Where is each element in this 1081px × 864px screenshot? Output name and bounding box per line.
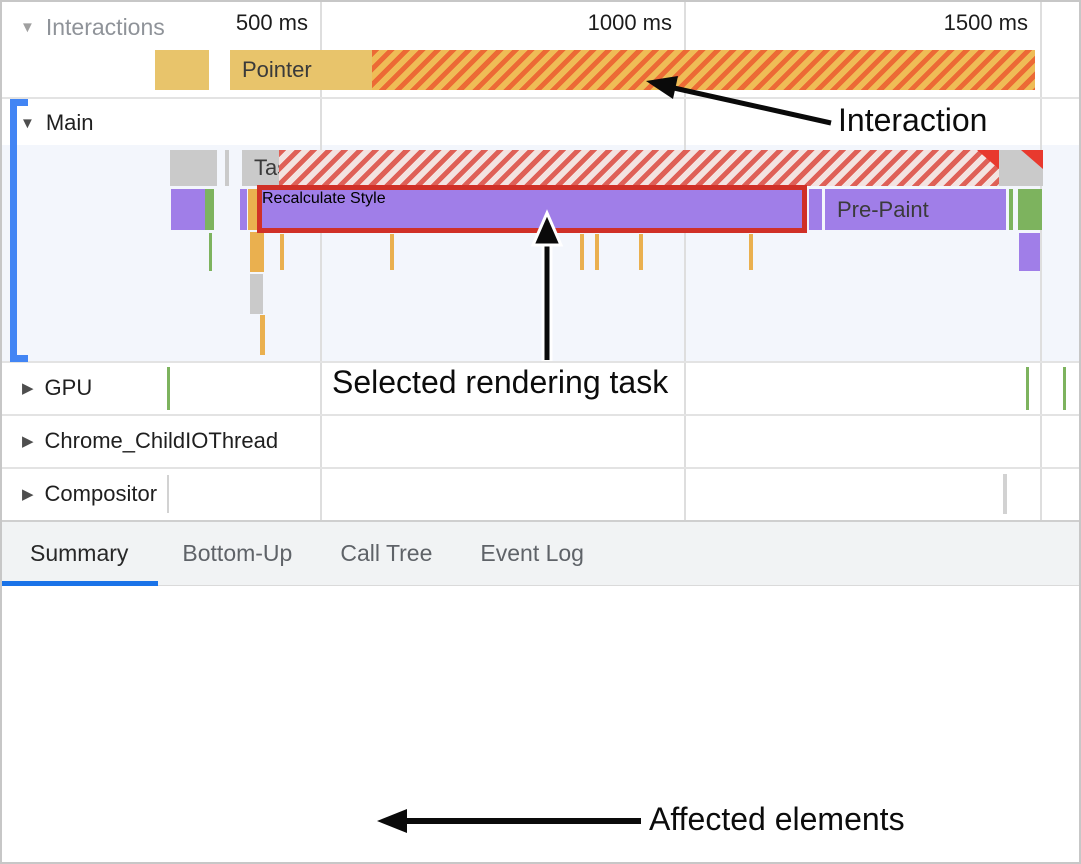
triangle-down-icon[interactable]: ▼: [20, 114, 35, 132]
time-label: 1000 ms: [587, 10, 672, 35]
annotation-interaction: Interaction: [838, 102, 988, 138]
bar-task[interactable]: Task: [242, 150, 299, 186]
track-divider: [2, 414, 1079, 416]
triangle-right-icon[interactable]: ▶: [22, 379, 34, 397]
annotation-selected-task: Selected rendering task: [332, 364, 669, 400]
flame-bar[interactable]: [171, 189, 205, 230]
triangle-down-icon[interactable]: ▼: [20, 19, 35, 36]
track-label: Compositor: [44, 481, 158, 506]
track-header-main[interactable]: ▼ Main: [20, 110, 94, 136]
tab-summary[interactable]: Summary: [2, 522, 159, 586]
track-label: Interactions: [45, 14, 165, 40]
flame-bar[interactable]: [209, 233, 212, 271]
flame-bar[interactable]: [250, 274, 263, 314]
track-label: GPU: [44, 375, 93, 400]
track-header-chrome-childiothread[interactable]: ▶ Chrome_ChildIOThread: [22, 428, 278, 454]
flame-bar[interactable]: [260, 315, 265, 355]
bar-label: Recalculate Style: [262, 190, 386, 207]
track-divider: [2, 97, 1079, 99]
flame-bar[interactable]: [167, 367, 170, 410]
flame-bar[interactable]: [639, 234, 643, 270]
flame-bar[interactable]: [248, 189, 257, 230]
selected-event-bar[interactable]: Recalculate Style: [257, 185, 807, 233]
gridline: [320, 2, 322, 520]
tab-call-tree[interactable]: Call Tree: [340, 540, 433, 566]
flame-bar[interactable]: [170, 150, 217, 186]
flame-bar[interactable]: [580, 234, 584, 270]
triangle-right-icon[interactable]: ▶: [22, 432, 34, 450]
gridline: [684, 2, 686, 520]
flame-bar[interactable]: [1009, 189, 1013, 230]
long-task-corner-icon: [1021, 150, 1043, 169]
flame-bar[interactable]: [1026, 367, 1029, 410]
bar-pointer[interactable]: Pointer: [230, 50, 372, 90]
track-header-interactions[interactable]: ▼ Interactions: [20, 14, 165, 41]
bar-label: Pointer: [242, 57, 312, 82]
flame-bar[interactable]: [372, 50, 1035, 90]
flame-bar[interactable]: [1003, 474, 1007, 514]
flame-bar[interactable]: [167, 475, 169, 513]
track-divider: [2, 361, 1079, 363]
time-label: 1500 ms: [943, 10, 1028, 35]
track-label: Main: [45, 110, 94, 135]
track-header-compositor[interactable]: ▶ Compositor: [22, 481, 157, 507]
flame-bar[interactable]: [240, 189, 247, 230]
flame-bar[interactable]: [225, 150, 229, 186]
flame-bar[interactable]: [155, 50, 209, 90]
summary-panel: Recalculate Style Total Time752.09 msSel…: [2, 586, 1079, 862]
flame-bar[interactable]: [1063, 367, 1066, 410]
long-task-corner-icon: [977, 150, 999, 169]
details-tabbar: Summary Bottom-Up Call Tree Event Log: [2, 520, 1079, 586]
track-divider: [2, 467, 1079, 469]
flame-bar[interactable]: [809, 189, 822, 230]
flame-bar[interactable]: [280, 234, 284, 270]
flame-bar[interactable]: [1019, 233, 1040, 271]
tab-event-log[interactable]: Event Log: [480, 540, 584, 566]
tab-bottom-up[interactable]: Bottom-Up: [182, 540, 293, 566]
flame-bar[interactable]: [279, 150, 999, 186]
flame-bar[interactable]: [205, 189, 214, 230]
gridline: [1040, 2, 1042, 520]
flame-bar[interactable]: [595, 234, 599, 270]
flame-bar[interactable]: [390, 234, 394, 270]
bar-label: Pre-Paint: [837, 196, 929, 222]
flame-bar[interactable]: [999, 150, 1043, 186]
time-label: 500 ms: [235, 10, 308, 35]
flame-bar[interactable]: [250, 232, 264, 272]
track-header-gpu[interactable]: ▶ GPU: [22, 375, 92, 401]
flame-bar[interactable]: [749, 234, 753, 270]
track-label: Chrome_ChildIOThread: [44, 428, 279, 453]
main-track-selection-bracket: [10, 99, 28, 362]
triangle-right-icon[interactable]: ▶: [22, 485, 34, 503]
annotation-affected-elements: Affected elements: [649, 801, 905, 837]
flame-bar[interactable]: [1018, 189, 1042, 230]
bar-pre-paint[interactable]: Pre-Paint: [825, 189, 1006, 230]
